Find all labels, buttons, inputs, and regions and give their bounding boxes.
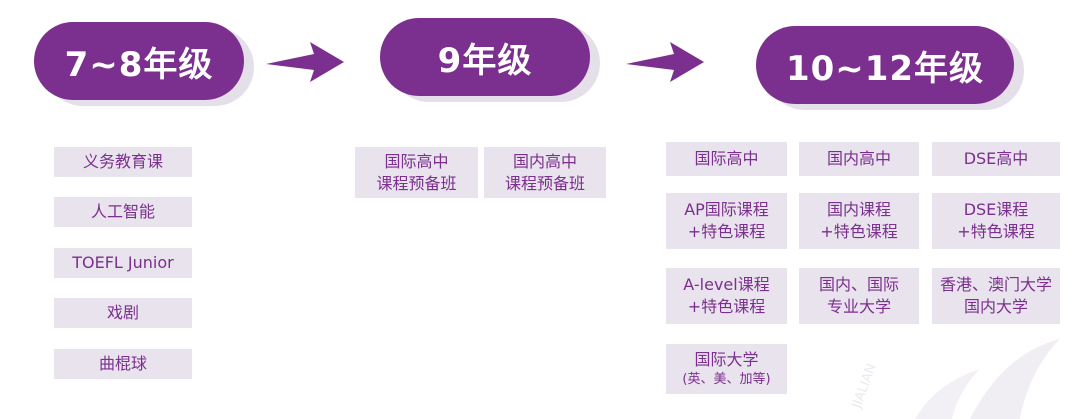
course-label: 国内大学 xyxy=(963,297,1028,316)
course-label: +特色课程 xyxy=(687,297,766,316)
course-label: 义务教育课 xyxy=(82,152,163,171)
course-label: TOEFL Junior xyxy=(72,253,174,272)
watermark-logo: JIALIAN xyxy=(849,339,1060,419)
course-label: 课程预备班 xyxy=(504,173,585,193)
grade-7-8-pill: 7~8年级 xyxy=(34,22,244,100)
course-label: 国内课程 xyxy=(826,200,891,219)
course-label: A-level课程 xyxy=(683,275,770,294)
course-box: AP国际课程 +特色课程 xyxy=(666,193,787,249)
course-label: 戏剧 xyxy=(106,303,139,322)
course-box: 国际高中 课程预备班 xyxy=(355,147,478,198)
grade-9-pill: 9年级 xyxy=(380,18,590,96)
course-box: 国内课程 +特色课程 xyxy=(799,193,919,249)
course-label: 曲棍球 xyxy=(98,354,147,373)
course-box: TOEFL Junior xyxy=(54,248,192,278)
grade-10-12-label: 10~12年级 xyxy=(785,48,985,89)
course-label: 国际大学 xyxy=(694,350,759,369)
svg-text:JIALIAN: JIALIAN xyxy=(849,362,879,412)
course-box: A-level课程 +特色课程 xyxy=(666,268,787,324)
grade-10-12-pill: 10~12年级 xyxy=(756,26,1014,104)
arrow-right-icon xyxy=(626,42,704,82)
course-label: AP国际课程 xyxy=(684,200,769,219)
course-label: 人工智能 xyxy=(90,202,155,221)
course-box: DSE高中 xyxy=(932,142,1060,176)
grade-7-8-label: 7~8年级 xyxy=(64,44,214,85)
course-label: DSE高中 xyxy=(963,149,1029,168)
course-box: 国内高中 xyxy=(799,142,919,176)
course-box: 义务教育课 xyxy=(54,147,192,177)
course-box: 国际大学 (英、美、加等) xyxy=(666,344,787,394)
course-label: +特色课程 xyxy=(957,222,1035,241)
course-box: 曲棍球 xyxy=(54,349,192,379)
course-label: DSE课程 xyxy=(963,200,1029,219)
course-label: 国内高中 xyxy=(826,149,891,168)
grade-9-label: 9年级 xyxy=(437,40,533,81)
course-label: 国内、国际 xyxy=(818,275,899,294)
course-label: 香港、澳门大学 xyxy=(939,275,1052,294)
course-box: 戏剧 xyxy=(54,298,192,328)
course-box: 国内高中 课程预备班 xyxy=(484,147,606,198)
course-box: DSE课程 +特色课程 xyxy=(932,193,1060,249)
course-box: 国际高中 xyxy=(666,142,787,176)
course-label: +特色课程 xyxy=(687,222,766,241)
course-label: (英、美、加等) xyxy=(682,372,771,387)
course-label: 国际高中 xyxy=(694,149,759,168)
course-label: +特色课程 xyxy=(820,222,898,241)
course-box: 国内、国际 专业大学 xyxy=(799,268,919,324)
course-label: 课程预备班 xyxy=(376,173,457,193)
course-box: 香港、澳门大学 国内大学 xyxy=(932,268,1060,324)
course-label: 专业大学 xyxy=(826,297,891,316)
course-label: 国内高中 xyxy=(512,151,577,171)
arrow-right-icon xyxy=(266,42,344,82)
course-box: 人工智能 xyxy=(54,197,192,227)
course-label: 国际高中 xyxy=(384,151,449,171)
